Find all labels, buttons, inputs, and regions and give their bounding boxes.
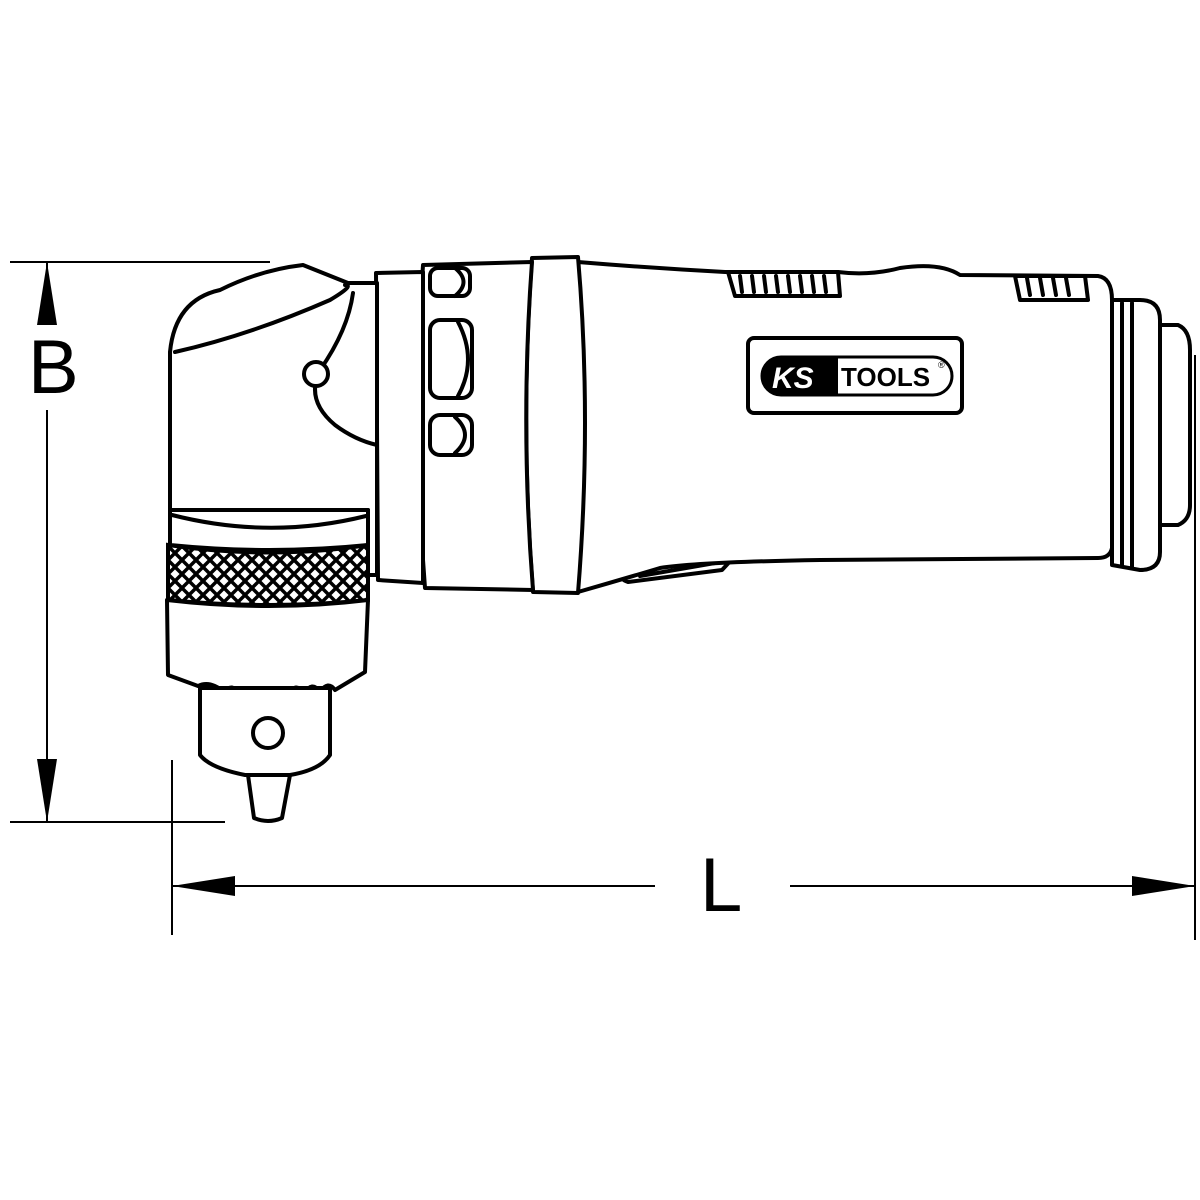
logo-registered-mark: ® [938,360,945,370]
chuck-tip [246,773,292,823]
screw-icon [302,360,330,388]
chuck-key-hole [251,716,285,750]
dimension-l [171,355,1196,940]
arrow-left-icon [172,876,235,896]
arrow-up-icon [37,262,57,325]
angle-head [168,263,379,577]
chuck-collar [168,508,370,552]
housing-band [524,255,587,595]
angle-head-lobe [313,291,379,447]
dimension-b-label: B [28,325,79,410]
ring-slot [428,318,474,400]
grip-pad-ribs [1025,276,1071,297]
air-inlet-ring [1110,298,1162,572]
ks-tools-logo: KS TOOLS ® [746,336,964,415]
chuck-collar-line [170,513,368,530]
dimension-l-label: L [700,843,743,928]
angle-head-bevel [173,283,350,354]
air-inlet-nut [1158,323,1192,527]
grip-pad-ribs [738,274,828,294]
knurled-sleeve [166,542,370,607]
ring-slot-shading [453,266,470,455]
air-inlet-ring-grooves [1120,301,1134,570]
dimension-b [10,261,270,823]
head-collar [374,270,425,585]
motor-housing [576,260,1114,594]
logo-ks-text: KS [772,362,814,395]
arrow-right-icon [1132,876,1195,896]
logo-tools-text: TOOLS [841,362,930,392]
arrow-down-icon [37,759,57,822]
chuck-body [165,598,370,699]
